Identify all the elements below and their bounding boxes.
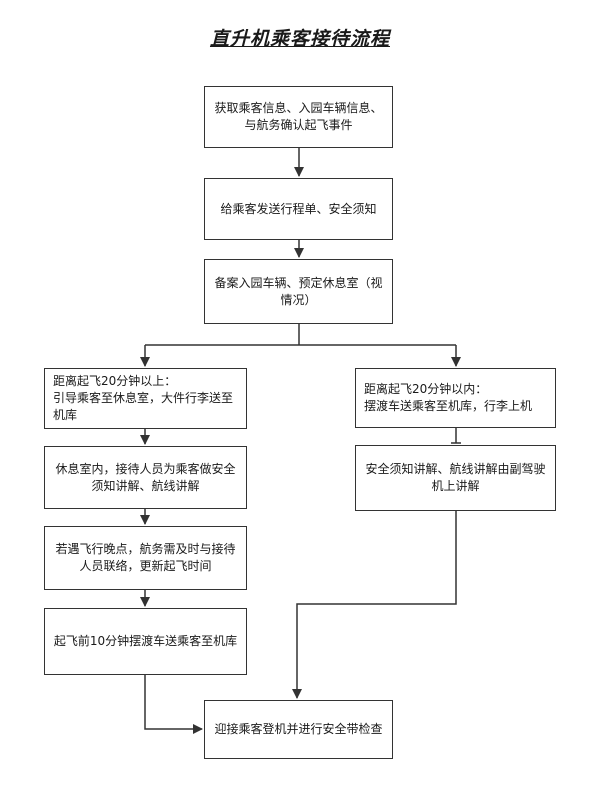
- step-within-20min: 距离起飞20分钟以内： 摆渡车送乘客至机库，行李上机: [355, 368, 556, 428]
- step-get-passenger-info: 获取乘客信息、入园车辆信息、 与航务确认起飞事件: [204, 86, 393, 148]
- step-copilot-briefing-label: 安全须知讲解、航线讲解由副驾驶 机上讲解: [365, 462, 546, 493]
- step-flight-delay-label: 若遇飞行晚点，航务需及时与接待 人员联络，更新起飞时间: [55, 542, 236, 573]
- step-over-20min-label: 距离起飞20分钟以上： 引导乘客至休息室，大件行李送至 机库: [53, 374, 234, 422]
- step-send-itinerary: 给乘客发送行程单、安全须知: [204, 178, 393, 240]
- step-boarding-check: 迎接乘客登机并进行安全带检查: [204, 700, 393, 759]
- step-register-vehicle-label: 备案入园车辆、预定休息室（视 情况）: [214, 275, 383, 307]
- step-lounge-briefing-label: 休息室内，接待人员为乘客做安全 须知讲解、航线讲解: [55, 461, 236, 493]
- step-get-passenger-info-label: 获取乘客信息、入园车辆信息、 与航务确认起飞事件: [214, 101, 383, 132]
- step-over-20min: 距离起飞20分钟以上： 引导乘客至休息室，大件行李送至 机库: [44, 368, 247, 429]
- step-lounge-briefing: 休息室内，接待人员为乘客做安全 须知讲解、航线讲解: [44, 446, 247, 509]
- arrow-left4-final: [144, 675, 203, 734]
- step-register-vehicle: 备案入园车辆、预定休息室（视 情况）: [204, 259, 393, 324]
- step-shuttle-10min-label: 起飞前10分钟摆渡车送乘客至机库: [53, 634, 238, 648]
- step-boarding-check-label: 迎接乘客登机并进行安全带检查: [214, 722, 383, 736]
- step-send-itinerary-label: 给乘客发送行程单、安全须知: [220, 201, 377, 216]
- step-within-20min-label: 距离起飞20分钟以内： 摆渡车送乘客至机库，行李上机: [364, 382, 533, 413]
- step-shuttle-10min: 起飞前10分钟摆渡车送乘客至机库: [44, 608, 247, 675]
- diagram-title: 直升机乘客接待流程: [209, 28, 390, 50]
- arrow-right2-final: [292, 511, 457, 699]
- step-copilot-briefing: 安全须知讲解、航线讲解由副驾驶 机上讲解: [355, 445, 556, 511]
- step-flight-delay: 若遇飞行晚点，航务需及时与接待 人员联络，更新起飞时间: [44, 526, 247, 590]
